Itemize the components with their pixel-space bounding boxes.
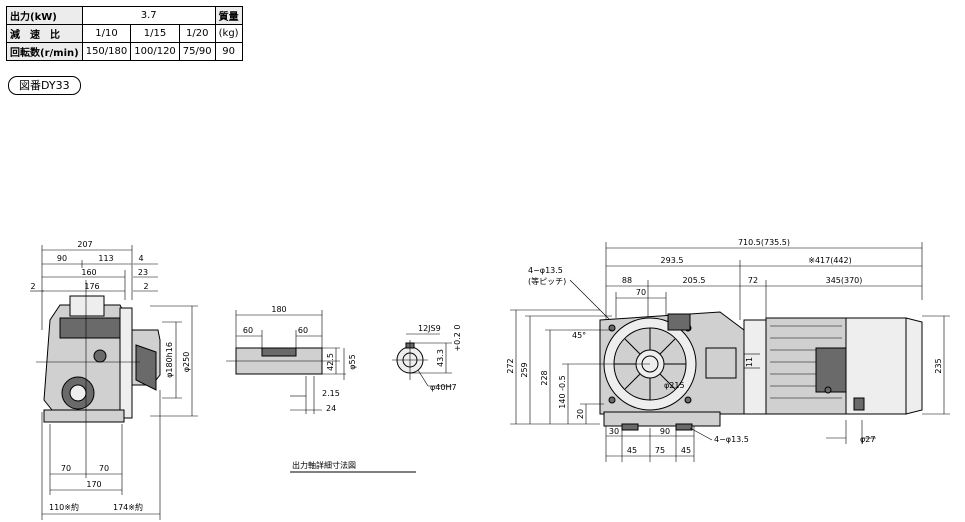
dim-12js9: 12JS9 [418,324,441,333]
ratio-label: 減 速 比 [6,24,83,43]
mass-value: 90 [214,42,243,61]
dim-phi180h16: φ180h16 [165,342,174,378]
shaft-detail-caption: 出力軸詳細寸法図 [292,460,356,470]
bore-view: 12JS9 +0.2 0 43.3 φ40H7 [392,324,462,392]
dim-228: 228 [540,370,549,385]
dim-88: 88 [622,276,632,285]
dim-phi40h7: φ40H7 [430,383,457,392]
dim-75: 75 [655,446,665,455]
dim-110: 110※約 [49,502,79,512]
dim-30: 30 [609,427,619,436]
table-row: 回転数(r/min) 150/180 100/120 75/90 90 [6,42,243,61]
dim-235: 235 [934,358,943,373]
dim-phi55: φ55 [348,354,357,369]
dim-417: ※417(442) [808,256,851,265]
speed-value: 150/180 [81,42,132,61]
drawing-number: 図番DY33 [8,76,81,95]
dim-43-3: 43.3 [436,349,445,367]
dim-160: 160 [81,268,96,277]
dim-90-front: 90 [660,427,670,436]
dim-45b: 45 [681,446,691,455]
holes-top-label: 4−φ13.5 [528,266,563,275]
dim-72: 72 [748,276,758,285]
dim-207: 207 [77,240,92,249]
dim-113: 113 [98,254,113,263]
speed-value: 100/120 [130,42,180,61]
dim-phi250: φ250 [182,352,191,373]
dim-60b: 60 [298,326,308,335]
table-row: 出力(kW) 3.7 質量 [6,6,243,25]
front-view: 710.5(735.5) 293.5 ※417(442) 88 205.5 72… [506,238,950,462]
dim-45a: 45 [627,446,637,455]
dim-140: 140 -0.5 [558,375,567,408]
table-row: 減 速 比 1/10 1/15 1/20 (kg) [6,24,243,43]
dim-70-front: 70 [636,288,646,297]
dim-90: 90 [57,254,67,263]
dim-45-degree: 45° [572,331,586,340]
dim-259: 259 [520,362,529,377]
shaft-view: 180 60 60 42.5 φ55 2.15 24 [226,305,357,414]
dim-42-5: 42.5 [326,353,335,371]
dim-345: 345(370) [826,276,863,285]
dim-293-5: 293.5 [661,256,684,265]
holes-top-note: (等ピッチ) [528,276,566,286]
dim-170: 170 [86,480,101,489]
dim-272: 272 [506,358,515,373]
dim-176: 176 [84,282,99,291]
holes-bottom-label: 4−φ13.5 [714,435,749,444]
dim-phi27: φ27 [860,435,875,444]
dim-4: 4 [138,254,143,263]
side-view: 207 4 90 113 160 23 2 176 2 φ180h16 φ250 [30,240,198,520]
dim-205-5: 205.5 [683,276,706,285]
mass-unit: (kg) [214,24,243,43]
dim-70b: 70 [99,464,109,473]
mass-header: 質量 [214,6,243,25]
dim-2-15: 2.15 [322,389,340,398]
dim-24: 24 [326,404,336,413]
dim-70a: 70 [61,464,71,473]
spec-table: 出力(kW) 3.7 質量 減 速 比 1/10 1/15 1/20 (kg) … [6,6,243,61]
speed-label: 回転数(r/min) [6,42,83,61]
dim-2-right: 2 [143,282,148,291]
dim-180: 180 [271,305,286,314]
dim-tolerance: +0.2 0 [453,324,462,351]
dim-23: 23 [138,268,148,277]
dim-174: 174※約 [113,502,143,512]
dim-20: 20 [576,409,585,419]
output-label: 出力(kW) [6,6,83,25]
dim-710-5: 710.5(735.5) [738,238,790,247]
dim-11: 11 [745,357,754,367]
dim-phi215: φ215 [664,381,685,390]
dim-2-left: 2 [30,282,35,291]
dim-60a: 60 [243,326,253,335]
